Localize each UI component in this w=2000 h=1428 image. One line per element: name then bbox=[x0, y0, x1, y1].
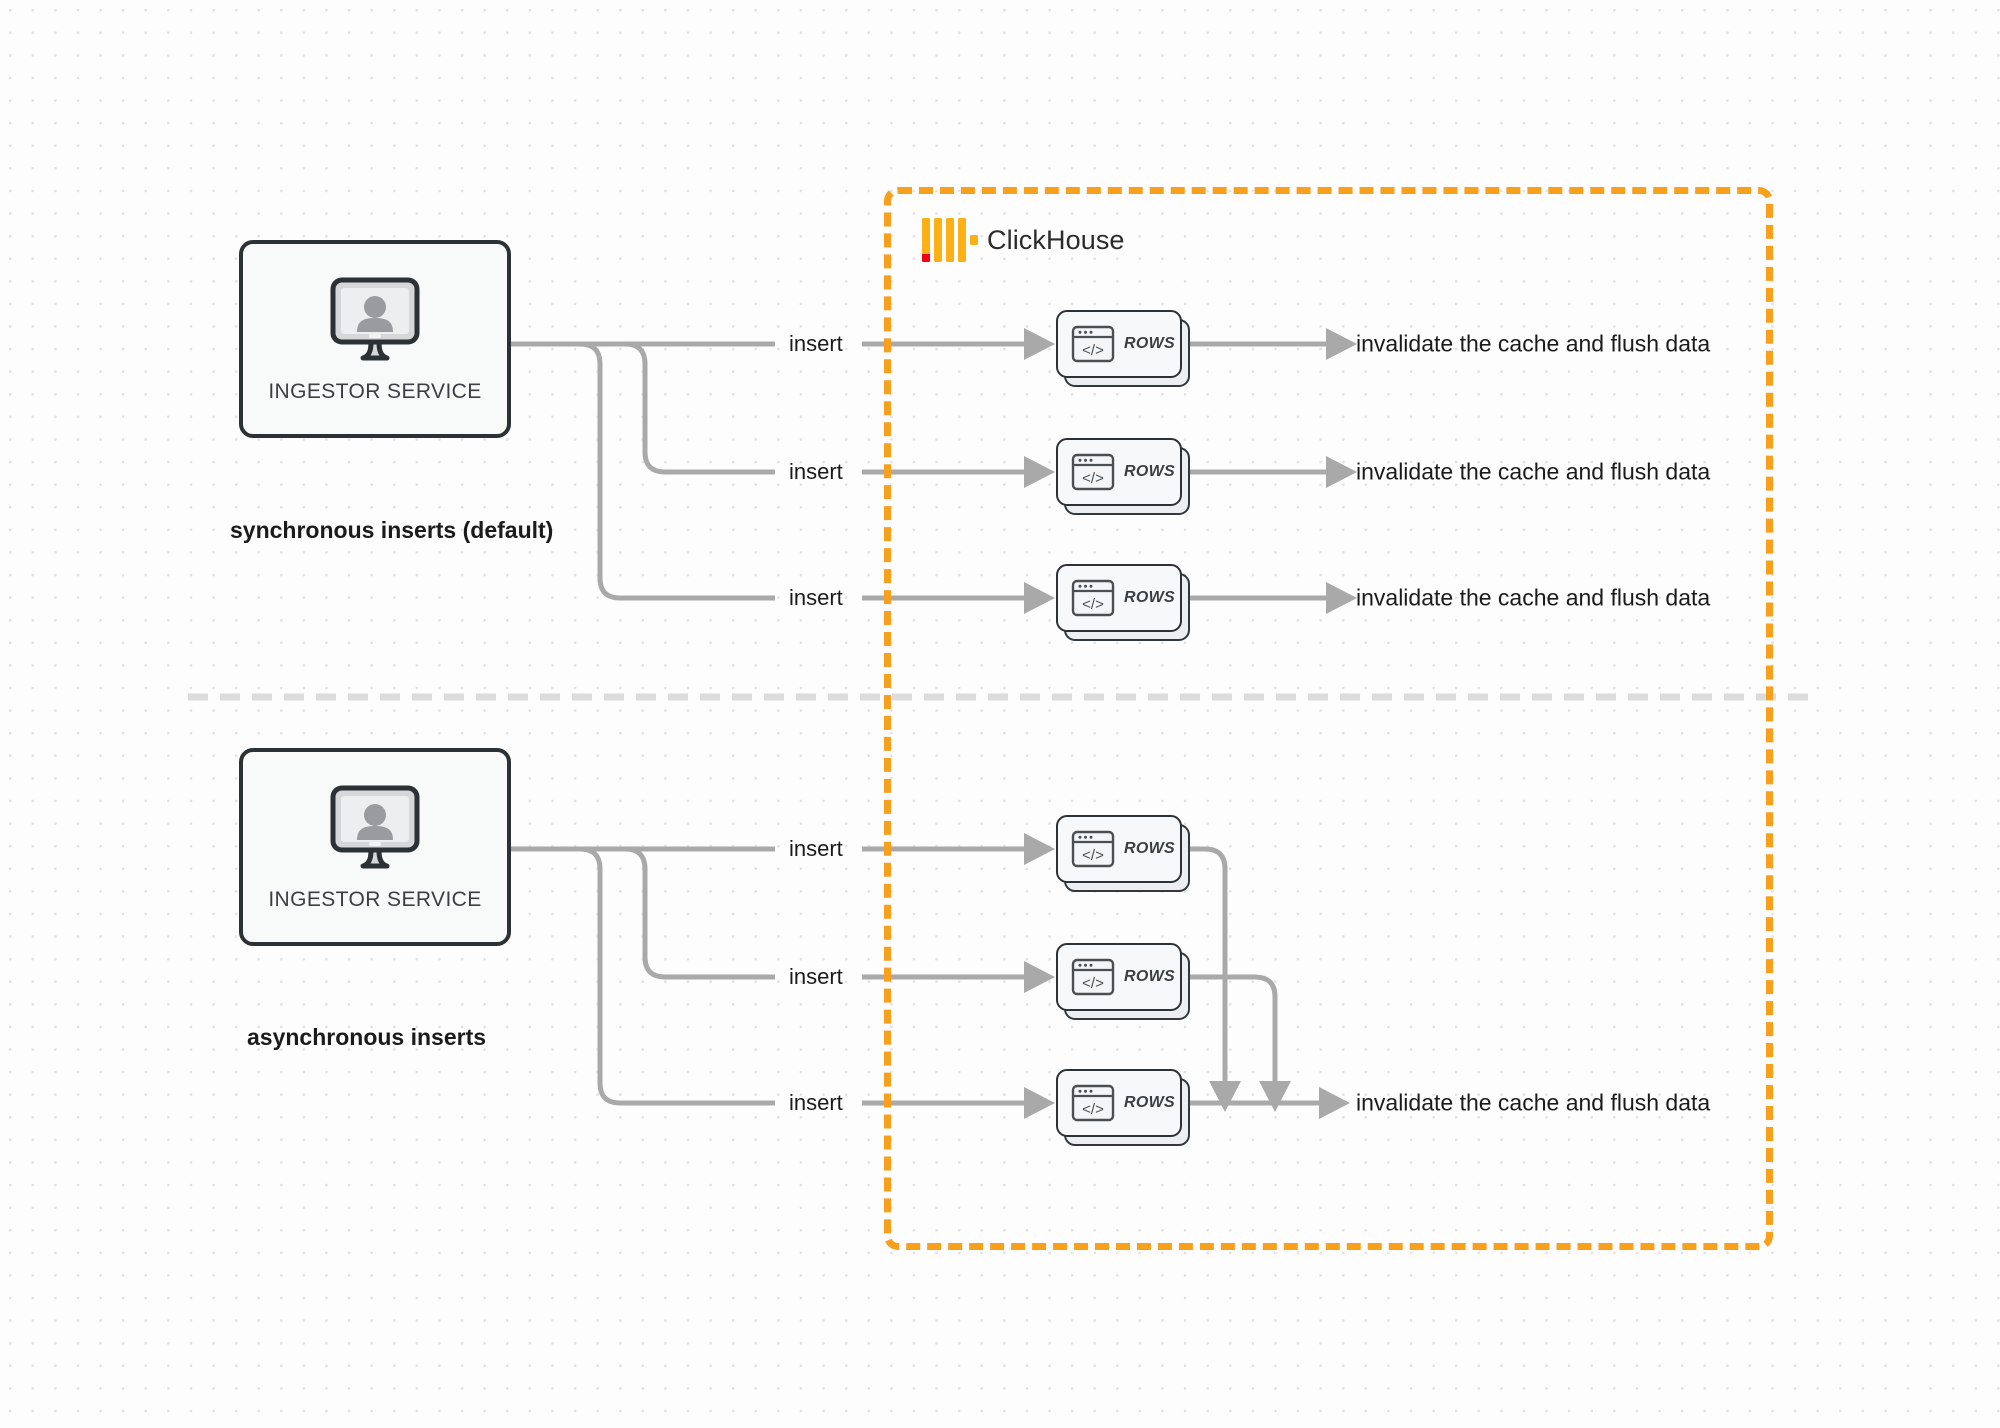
svg-text:</>: </> bbox=[1082, 342, 1104, 359]
sync-ingestor-label: INGESTOR SERVICE bbox=[268, 380, 482, 403]
async-wire-branch-row2 bbox=[511, 846, 775, 980]
clickhouse-label: ClickHouse bbox=[987, 224, 1125, 255]
async-ingestor-service[interactable]: INGESTOR SERVICE bbox=[239, 748, 511, 946]
svg-text:</>: </> bbox=[1082, 1101, 1104, 1118]
rows-card-label: ROWS bbox=[1124, 1094, 1175, 1111]
sync-rows-card-2[interactable]: </> ROWS bbox=[1056, 438, 1190, 515]
code-window-icon: </> bbox=[1071, 830, 1115, 868]
async-flush-label: invalidate the cache and flush data bbox=[1356, 1089, 1711, 1116]
rows-card-face: </> ROWS bbox=[1056, 815, 1182, 883]
sync-flush-label-1: invalidate the cache and flush data bbox=[1356, 330, 1711, 357]
svg-text:</>: </> bbox=[1082, 470, 1104, 487]
clickhouse-region bbox=[884, 187, 1773, 1250]
sync-rows-card-3[interactable]: </> ROWS bbox=[1056, 564, 1190, 641]
rows-card-face: </> ROWS bbox=[1056, 943, 1182, 1011]
async-insert-label-3: insert bbox=[789, 1090, 843, 1115]
code-window-icon: </> bbox=[1071, 325, 1115, 363]
code-window-icon: </> bbox=[1071, 453, 1115, 491]
async-rows-card-3[interactable]: </> ROWS bbox=[1056, 1069, 1190, 1146]
rows-card-label: ROWS bbox=[1124, 968, 1175, 985]
rows-card-face: </> ROWS bbox=[1056, 1069, 1182, 1137]
clickhouse-logo-icon bbox=[922, 218, 978, 262]
code-window-icon: </> bbox=[1071, 1084, 1115, 1122]
sync-wire-branch-row3 bbox=[511, 341, 775, 601]
rows-card-face: </> ROWS bbox=[1056, 438, 1182, 506]
async-wire-branch-row3 bbox=[511, 846, 775, 1106]
async-insert-label-1: insert bbox=[789, 836, 843, 861]
rows-card-label: ROWS bbox=[1124, 589, 1175, 606]
rows-card-face: </> ROWS bbox=[1056, 310, 1182, 378]
async-ingestor-label: INGESTOR SERVICE bbox=[268, 888, 482, 911]
async-insert-label-2: insert bbox=[789, 964, 843, 989]
async-caption: asynchronous inserts bbox=[247, 1024, 487, 1050]
sync-insert-label-1: insert bbox=[789, 331, 843, 356]
sync-rows-card-1[interactable]: </> ROWS bbox=[1056, 310, 1190, 387]
svg-text:</>: </> bbox=[1082, 975, 1104, 992]
async-rows-card-1[interactable]: </> ROWS bbox=[1056, 815, 1190, 892]
svg-text:</>: </> bbox=[1082, 847, 1104, 864]
rows-card-label: ROWS bbox=[1124, 335, 1175, 352]
rows-card-label: ROWS bbox=[1124, 840, 1175, 857]
async-rows-card-2[interactable]: </> ROWS bbox=[1056, 943, 1190, 1020]
monitor-user-icon bbox=[330, 277, 420, 361]
sync-caption: synchronous inserts (default) bbox=[230, 517, 554, 543]
rows-card-label: ROWS bbox=[1124, 463, 1175, 480]
sync-insert-label-3: insert bbox=[789, 585, 843, 610]
code-window-icon: </> bbox=[1071, 958, 1115, 996]
rows-card-face: </> ROWS bbox=[1056, 564, 1182, 632]
sync-insert-label-2: insert bbox=[789, 459, 843, 484]
sync-wire-branch-row2 bbox=[511, 341, 775, 475]
monitor-user-icon bbox=[330, 785, 420, 869]
clickhouse-brand: ClickHouse bbox=[922, 216, 1125, 264]
code-window-icon: </> bbox=[1071, 579, 1115, 617]
sync-ingestor-service[interactable]: INGESTOR SERVICE bbox=[239, 240, 511, 438]
sync-flush-label-3: invalidate the cache and flush data bbox=[1356, 584, 1711, 611]
sync-flush-label-2: invalidate the cache and flush data bbox=[1356, 458, 1711, 485]
svg-text:</>: </> bbox=[1082, 596, 1104, 613]
